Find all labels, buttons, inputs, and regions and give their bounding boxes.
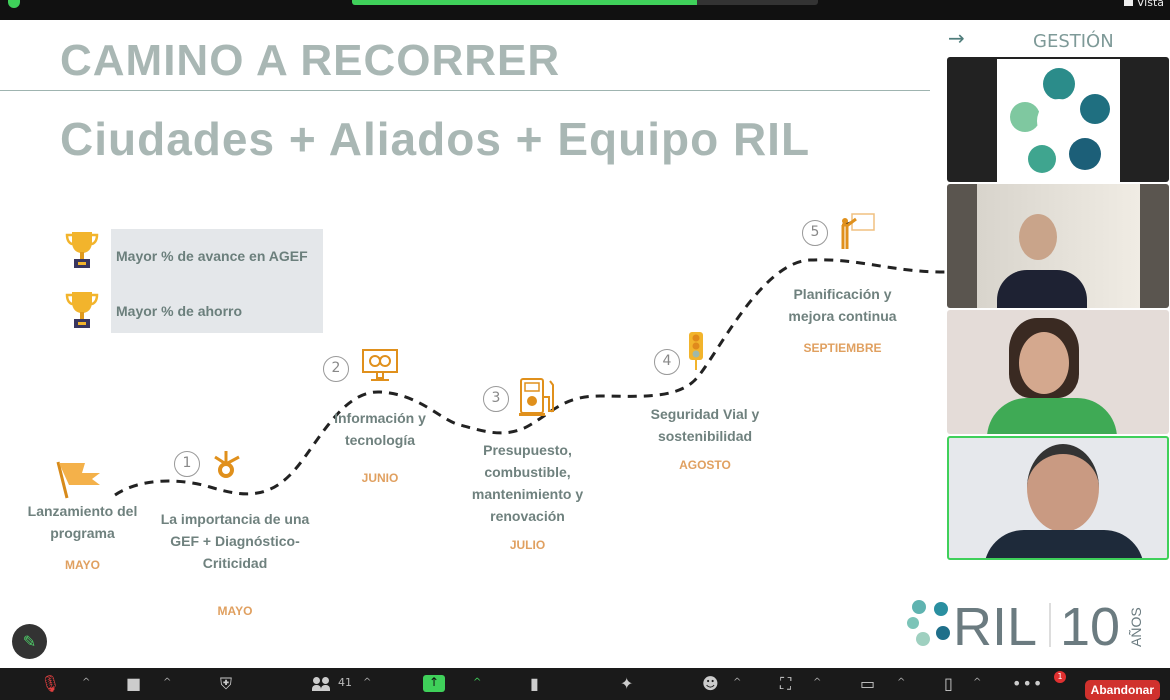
step-label: Presupuesto, combustible, mantenimiento … bbox=[471, 442, 584, 524]
fuel-pump-icon bbox=[519, 378, 554, 416]
traffic-light-icon bbox=[689, 332, 703, 370]
view-button[interactable]: Vista bbox=[1123, 0, 1164, 9]
video-tile-logo[interactable] bbox=[947, 57, 1169, 182]
step-month: MAYO bbox=[65, 558, 100, 572]
step-month: MAYO bbox=[217, 604, 253, 618]
arrow-right-icon: → bbox=[948, 26, 965, 50]
step-label: Lanzamiento del programa bbox=[27, 503, 138, 541]
chevron-up-icon[interactable]: ^ bbox=[363, 677, 372, 688]
roadmap-path bbox=[114, 258, 946, 497]
org-logo-icon bbox=[1010, 68, 1110, 173]
step-number: 2 bbox=[323, 356, 349, 382]
participants-icon[interactable] bbox=[312, 677, 332, 691]
share-screen-icon[interactable]: ↑ bbox=[423, 675, 445, 692]
more-icon[interactable]: ••• bbox=[1012, 674, 1044, 693]
chevron-up-icon[interactable]: ^ bbox=[973, 677, 982, 688]
ai-companion-icon[interactable]: ✦ bbox=[620, 674, 634, 693]
step-number: 1 bbox=[174, 451, 200, 477]
security-icon[interactable]: ⛨ bbox=[220, 674, 233, 693]
monitor-gears-icon bbox=[362, 349, 398, 381]
step-month: JULIO bbox=[509, 538, 546, 552]
step-month: JUNIO bbox=[361, 471, 399, 485]
step-label: La importancia de una GEF + Diagnóstico-… bbox=[160, 511, 310, 571]
participants-count: 41 bbox=[338, 676, 352, 689]
video-tile-active-speaker[interactable] bbox=[947, 436, 1169, 560]
chevron-up-icon[interactable]: ^ bbox=[897, 677, 906, 688]
annotate-pen-button[interactable]: ✎ bbox=[12, 624, 47, 659]
video-gallery bbox=[947, 57, 1169, 560]
security-shield-icon[interactable] bbox=[8, 0, 20, 8]
notes-icon[interactable]: ▮ bbox=[530, 674, 539, 693]
step-number: 4 bbox=[654, 349, 680, 375]
top-bar: Vista bbox=[0, 0, 1170, 20]
slide-subtitle: Ciudades + Aliados + Equipo RIL bbox=[60, 113, 811, 165]
video-tile-participant[interactable] bbox=[947, 310, 1169, 434]
share-progress-bar bbox=[352, 0, 818, 5]
step-number: 5 bbox=[802, 220, 828, 246]
step-month: SEPTIEMBRE bbox=[803, 341, 882, 355]
chevron-up-icon[interactable]: ^ bbox=[163, 677, 172, 688]
video-tile-participant[interactable] bbox=[947, 184, 1169, 308]
reactions-icon[interactable]: ☻ bbox=[702, 674, 719, 693]
step-label: Planificación y mejora continua bbox=[788, 286, 897, 324]
svg-text:AÑOS: AÑOS bbox=[1128, 607, 1144, 647]
svg-text:RIL: RIL bbox=[953, 597, 1037, 655]
title-divider bbox=[0, 90, 930, 91]
mic-muted-icon[interactable]: 🎙︎ bbox=[40, 674, 61, 693]
document-icon[interactable]: ▯ bbox=[944, 674, 953, 693]
chevron-up-icon[interactable]: ^ bbox=[82, 677, 91, 688]
whiteboard-icon[interactable]: ▭ bbox=[860, 674, 876, 693]
notification-badge: 1 bbox=[1054, 671, 1066, 683]
step-month: AGOSTO bbox=[679, 458, 731, 472]
progress-fill bbox=[352, 0, 697, 5]
award-item: Mayor % de ahorro bbox=[116, 303, 243, 319]
chevron-up-icon[interactable]: ^ bbox=[473, 677, 482, 688]
meeting-toolbar: 🎙︎ ^ ■ ^ ⛨ 41 ^ ↑ ^ ▮ ✦ ☻ ^ ⛶ ^ ▭ ^ ▯ ^ ••• 1 bbox=[0, 668, 1170, 700]
step-number: 3 bbox=[483, 386, 509, 412]
view-icon bbox=[1123, 0, 1133, 6]
leave-meeting-button[interactable]: Abandonar bbox=[1084, 680, 1160, 700]
award-item: Mayor % de avance en AGEF bbox=[116, 248, 308, 264]
flag-icon bbox=[56, 461, 100, 499]
ril-logo: RIL 10 AÑOS bbox=[905, 595, 1160, 659]
slide-title: CAMINO A RECORRER bbox=[60, 36, 561, 85]
apps-icon[interactable]: ⛶ bbox=[780, 674, 792, 693]
trophy-icon bbox=[65, 292, 99, 328]
chevron-up-icon[interactable]: ^ bbox=[733, 677, 742, 688]
step-label: Información y tecnología bbox=[334, 410, 426, 448]
gear-branch-icon bbox=[214, 451, 240, 478]
svg-text:10: 10 bbox=[1060, 597, 1120, 655]
presenter-icon bbox=[841, 213, 875, 249]
corner-label: GESTIÓN bbox=[1033, 31, 1114, 52]
video-off-icon[interactable]: ■ bbox=[126, 674, 142, 693]
view-label: Vista bbox=[1136, 0, 1164, 9]
step-label: Seguridad Vial y sostenibilidad bbox=[650, 406, 760, 444]
awards-box bbox=[111, 229, 323, 333]
trophy-icon bbox=[65, 232, 99, 268]
chevron-up-icon[interactable]: ^ bbox=[813, 677, 822, 688]
